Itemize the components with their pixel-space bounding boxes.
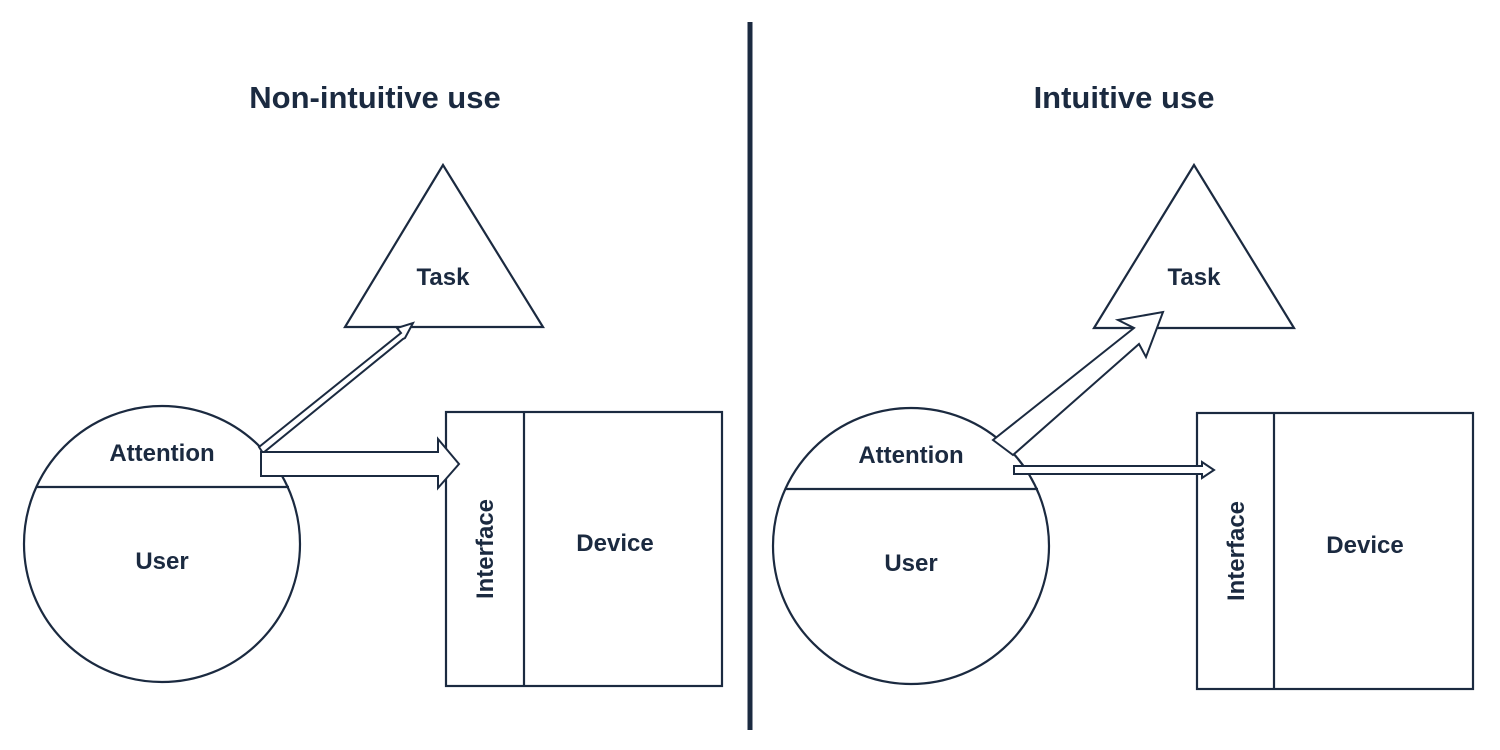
right-device-label: Device xyxy=(1326,532,1403,559)
right-arrow-attention-to-interface xyxy=(1013,460,1216,480)
left-interface-label: Interface xyxy=(472,499,499,599)
left-task-label: Task xyxy=(417,264,471,291)
right-device-node: Interface Device xyxy=(1195,411,1475,691)
right-arrow-attention-to-task xyxy=(991,310,1165,457)
left-panel-title: Non-intuitive use xyxy=(249,80,500,115)
left-device-node: Interface Device xyxy=(444,410,724,688)
left-attention-label: Attention xyxy=(109,440,214,467)
left-panel: Non-intuitive use Task Interface Device … xyxy=(22,80,724,688)
left-device-label: Device xyxy=(576,530,653,557)
right-task-node: Task xyxy=(1092,162,1296,330)
left-arrow-attention-to-task xyxy=(257,321,416,455)
left-user-circle xyxy=(22,404,302,684)
right-user-node: Attention User xyxy=(771,406,1051,686)
right-user-label: User xyxy=(884,550,937,577)
left-device-box xyxy=(444,410,724,688)
right-panel: Intuitive use Task Interface Device Atte… xyxy=(771,80,1475,691)
right-task-triangle xyxy=(1092,162,1296,330)
left-user-label: User xyxy=(135,548,188,575)
right-panel-title: Intuitive use xyxy=(1034,80,1215,115)
right-interface-label: Interface xyxy=(1223,501,1250,601)
right-task-label: Task xyxy=(1168,264,1222,291)
right-attention-label: Attention xyxy=(858,442,963,469)
right-user-circle xyxy=(771,406,1051,686)
right-device-box xyxy=(1195,411,1475,691)
left-task-triangle xyxy=(343,162,545,329)
left-task-node: Task xyxy=(343,162,545,329)
left-arrow-attention-to-interface xyxy=(260,436,461,491)
left-user-node: Attention User xyxy=(22,404,302,684)
